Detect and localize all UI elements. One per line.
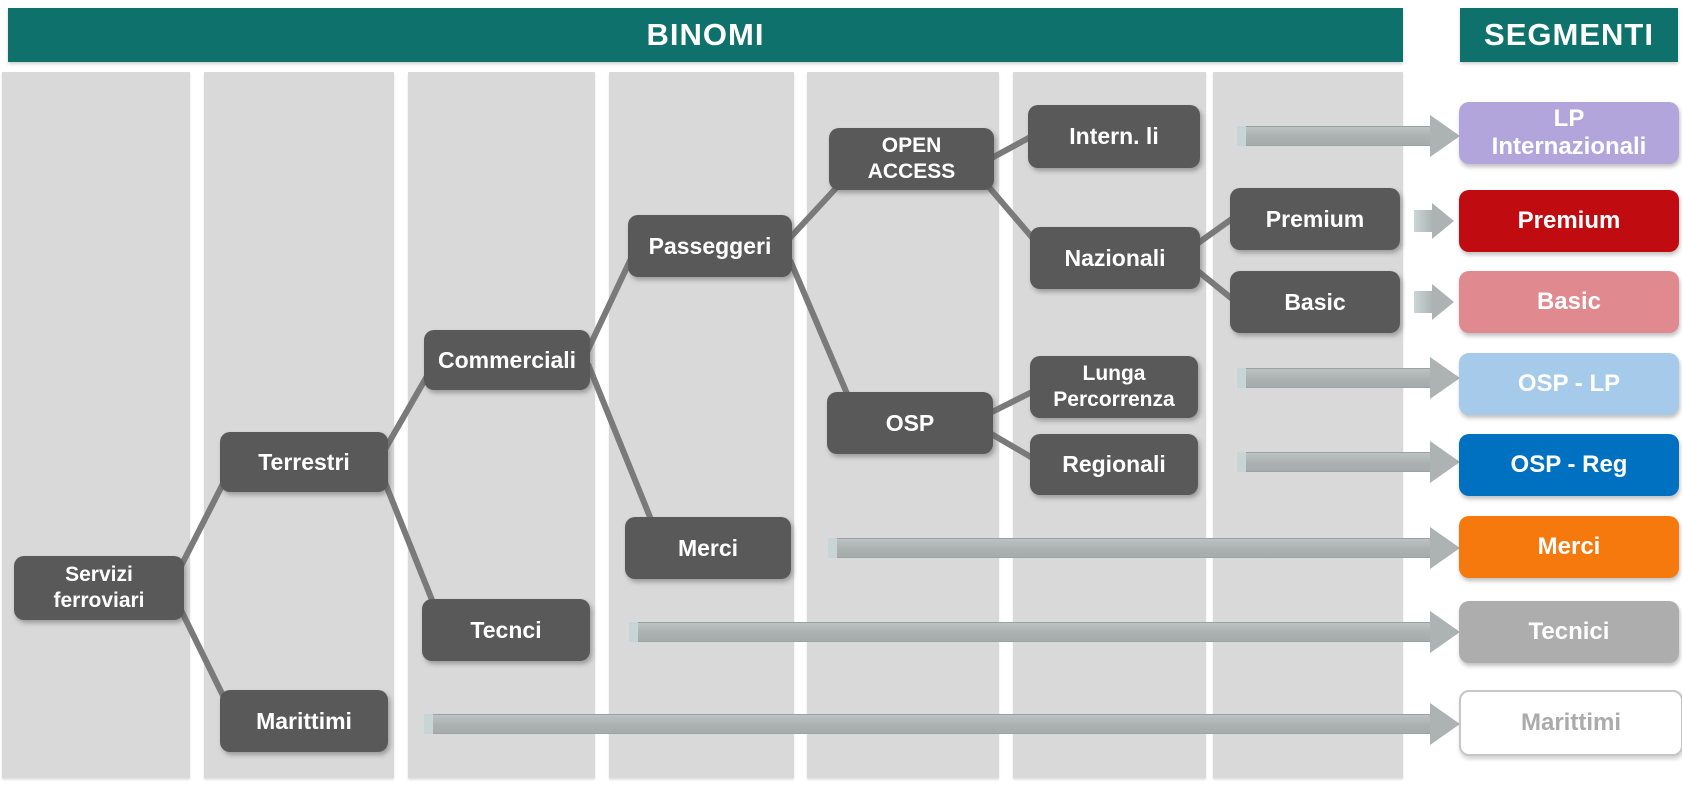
arrow-bar (1246, 452, 1430, 472)
arrow-marittimi (424, 703, 1460, 745)
arrow-bar (837, 538, 1430, 558)
segment-marittimi: Marittimi (1459, 690, 1682, 756)
arrow-head (1432, 203, 1454, 239)
arrow-bar (1246, 368, 1430, 388)
arrow-basic (1414, 284, 1454, 320)
arrow-osp-lp (1237, 357, 1460, 399)
arrow-tecnici (629, 611, 1460, 653)
node-lunga-percorrenza: Lunga Percorrenza (1030, 356, 1198, 418)
node-regionali: Regionali (1030, 434, 1198, 495)
segment-lp-internazionali: LP Internazionali (1459, 102, 1679, 164)
column-4 (609, 72, 794, 778)
arrow-bar (433, 714, 1430, 734)
arrow-merci (828, 527, 1460, 569)
arrow-cap (1237, 368, 1246, 388)
segment-basic: Basic (1459, 271, 1679, 333)
node-intern-li: Intern. li (1028, 105, 1200, 168)
node-merci: Merci (625, 517, 791, 579)
arrow-head (1430, 527, 1460, 569)
arrow-cap (1237, 126, 1246, 146)
node-basic: Basic (1230, 271, 1400, 333)
arrow-osp-reg (1237, 441, 1460, 483)
column-1 (2, 72, 190, 778)
column-2 (204, 72, 394, 778)
segment-premium: Premium (1459, 190, 1679, 252)
binomi-header: BINOMI (8, 8, 1403, 62)
arrow-premium (1414, 203, 1454, 239)
segment-osp-lp: OSP - LP (1459, 353, 1679, 415)
column-6 (1013, 72, 1206, 778)
node-marittimi: Marittimi (220, 690, 388, 752)
node-nazionali: Nazionali (1030, 227, 1200, 289)
segmenti-header: SEGMENTI (1460, 8, 1678, 62)
arrow-bar (1246, 126, 1430, 146)
arrow-cap (828, 538, 837, 558)
arrow-cap (629, 622, 638, 642)
node-passeggeri: Passeggeri (628, 215, 792, 277)
arrow-lp-internazionali (1237, 115, 1460, 157)
node-terrestri: Terrestri (220, 432, 388, 492)
arrow-head (1430, 357, 1460, 399)
node-open-access: OPEN ACCESS (829, 128, 994, 190)
arrow-head (1430, 703, 1460, 745)
node-osp: OSP (827, 392, 993, 454)
node-premium: Premium (1230, 188, 1400, 250)
node-servizi-ferroviari: Servizi ferroviari (14, 556, 184, 620)
node-commerciali: Commerciali (424, 330, 590, 390)
arrow-cap (1237, 452, 1246, 472)
arrow-head (1432, 284, 1454, 320)
arrow-head (1430, 611, 1460, 653)
arrow-head (1430, 115, 1460, 157)
arrow-cap (424, 714, 433, 734)
node-tecnci: Tecnci (422, 599, 590, 661)
arrow-bar (638, 622, 1430, 642)
segment-osp-reg: OSP - Reg (1459, 434, 1679, 496)
segment-tecnici: Tecnici (1459, 601, 1679, 663)
arrow-head (1430, 441, 1460, 483)
segment-merci: Merci (1459, 516, 1679, 578)
arrow-tail (1414, 210, 1432, 232)
arrow-tail (1414, 291, 1432, 313)
